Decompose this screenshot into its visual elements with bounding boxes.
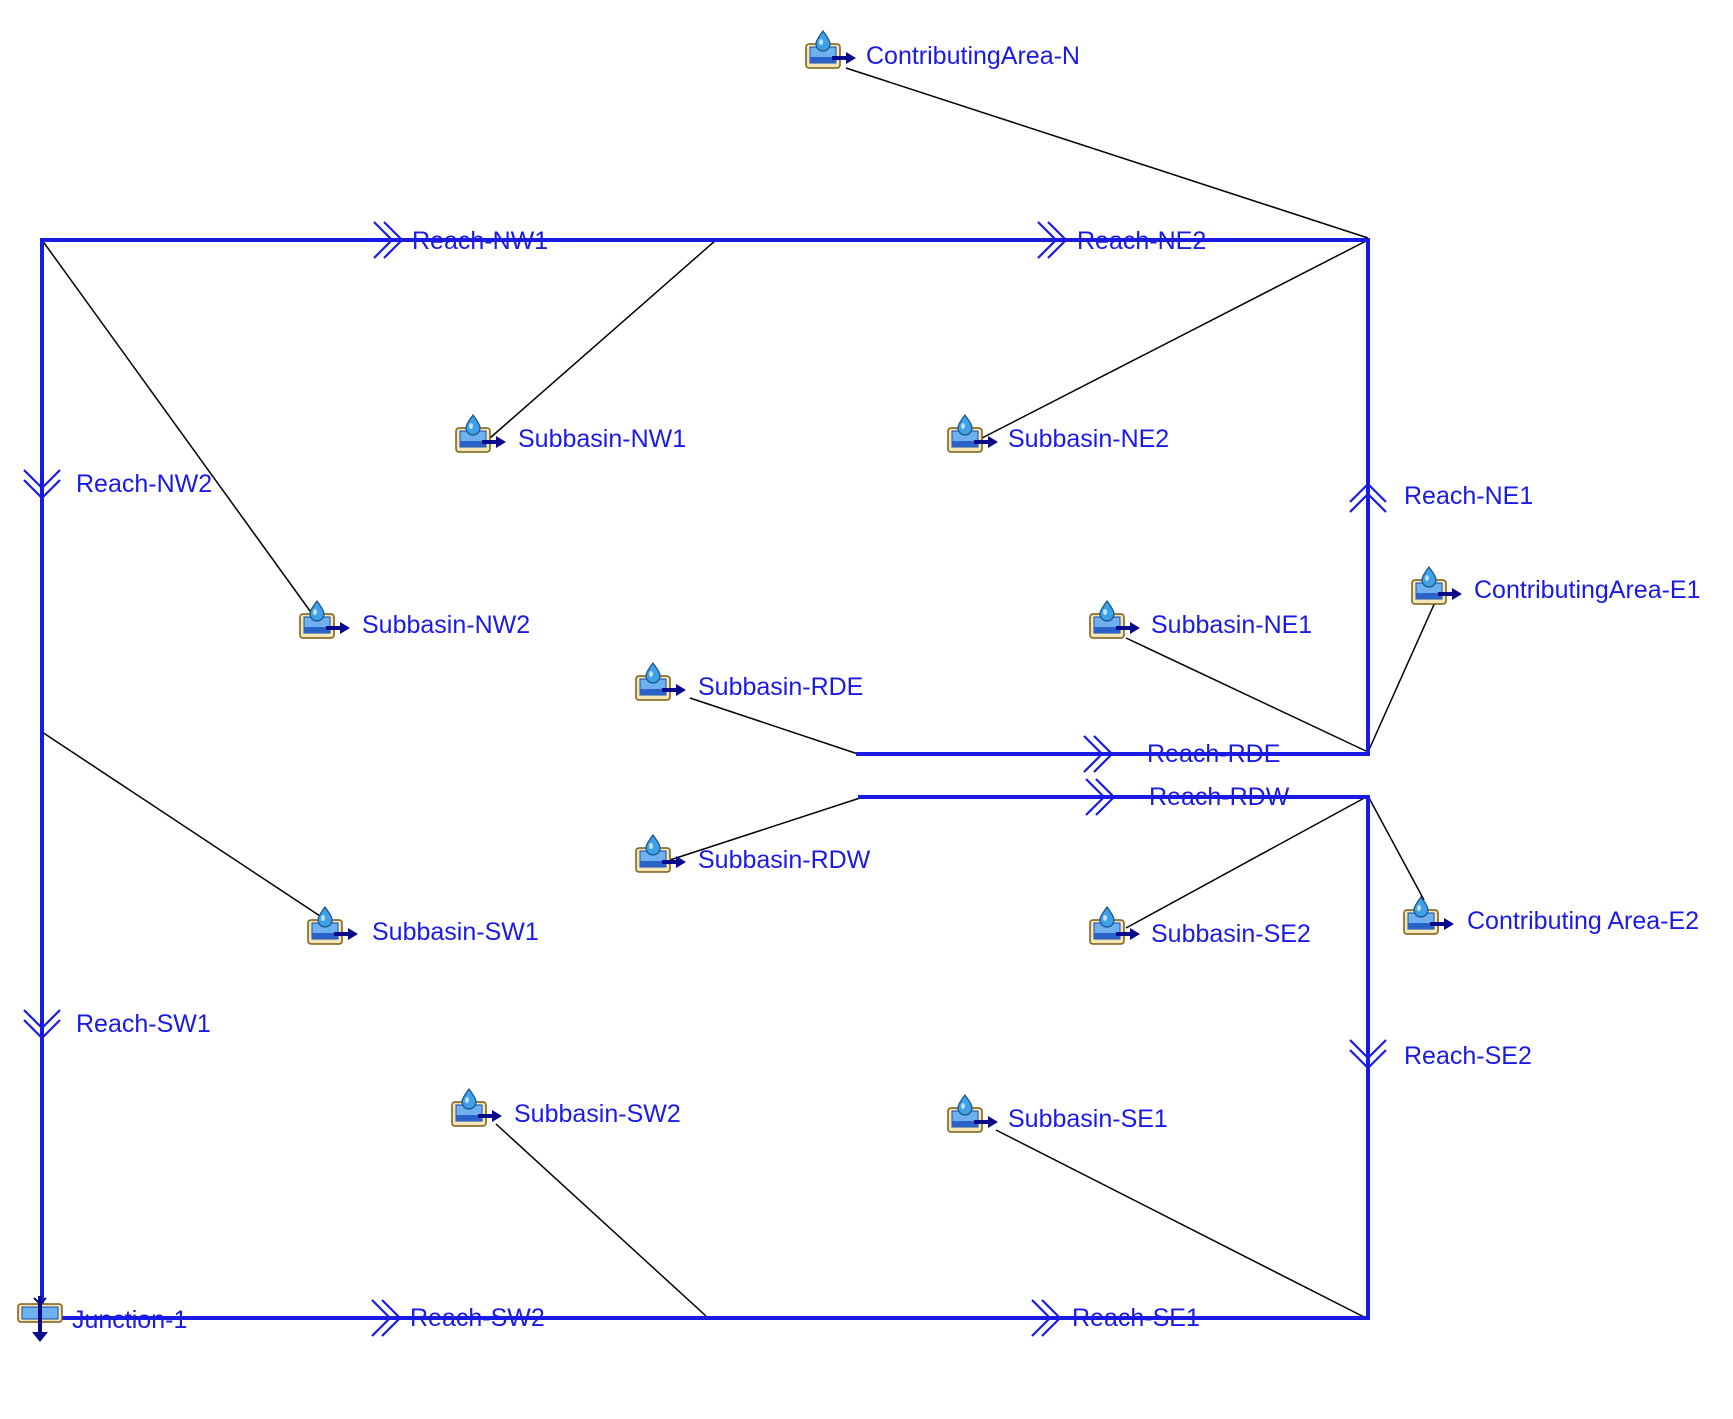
subbasin-water-drop-icon [634,833,688,874]
reach-label-rdw: Reach-RDW [1149,783,1290,811]
double-chevron-arrow-icon [1085,778,1116,816]
connector-subbasin-rdw [669,797,861,861]
subbasin-subbasin-sw1[interactable]: Subbasin-SW1 [306,905,539,946]
double-chevron-arrow-icon [371,1299,402,1337]
subbasin-subbasin-se2[interactable]: Subbasin-SE2 [1088,905,1311,948]
subbasin-water-drop-icon [804,29,858,70]
subbasin-water-drop-icon [450,1087,504,1128]
double-chevron-arrow-icon [1349,1039,1387,1070]
subbasin-subbasin-rde[interactable]: Subbasin-RDE [634,661,863,702]
subbasin-subbasin-se1[interactable]: Subbasin-SE1 [946,1093,1168,1134]
double-chevron-arrow-icon [1349,482,1387,513]
reach-label-nw1: Reach-NW1 [412,227,548,255]
reach-label-nw2: Reach-NW2 [76,470,212,498]
subbasin-subbasin-nw2[interactable]: Subbasin-NW2 [298,599,530,640]
reach-labels: Reach-NW1 Reach-NE2 Reach-NW2 Reach-NE1 … [76,227,1533,1332]
connector-subbasin-rde [689,697,859,755]
reach-label-ne2: Reach-NE2 [1077,227,1206,255]
double-chevron-arrow-icon [1031,1299,1062,1337]
subbasin-label: Subbasin-SE1 [1008,1105,1168,1133]
subbasin-water-drop-icon [1410,565,1464,606]
subbasin-label: Subbasin-NW2 [362,611,530,639]
subbasin-label: ContributingArea-E1 [1474,576,1701,604]
reach-arrows [23,221,1387,1337]
double-chevron-arrow-icon [23,469,61,500]
subbasin-subbasin-ne2[interactable]: Subbasin-NE2 [946,413,1169,454]
connector-subbasin-se2 [1125,795,1369,929]
subbasin-label: Subbasin-SW2 [514,1100,681,1128]
subbasin-label: Subbasin-RDW [698,846,871,874]
double-chevron-arrow-icon [23,1009,61,1040]
connector-contributing-area-e2 [1367,795,1425,901]
connector-subbasin-se1 [995,1129,1367,1319]
subbasin-water-drop-icon [946,1093,1000,1134]
subbasin-water-drop-icon [634,661,688,702]
connector-contributing-area-e1 [1367,599,1437,753]
reach-label-se1: Reach-SE1 [1072,1304,1200,1332]
junction-icon [16,1294,64,1344]
subbasin-subbasin-rdw[interactable]: Subbasin-RDW [634,833,871,874]
subbasin-label: ContributingArea-N [866,42,1080,70]
subbasin-water-drop-icon [454,413,508,454]
subbasin-label: Subbasin-SE2 [1151,920,1311,948]
junction-junction-1[interactable]: Junction-1 [16,1294,187,1344]
connector-subbasin-ne2 [981,239,1369,439]
reach-label-ne1: Reach-NE1 [1404,482,1533,510]
double-chevron-arrow-icon [1083,735,1114,773]
subbasin-water-drop-icon [1402,895,1456,936]
double-chevron-arrow-icon [1037,221,1068,259]
subbasin-subbasin-ne1[interactable]: Subbasin-NE1 [1088,599,1312,640]
connector-lines [41,67,1437,1319]
subbasin-water-drop-icon [1088,905,1142,946]
subbasin-label: Subbasin-NE1 [1151,611,1312,639]
subbasin-contributing-area-e2[interactable]: Contributing Area-E2 [1402,895,1699,936]
subbasin-contributing-area-n[interactable]: ContributingArea-N [804,29,1080,70]
reach-label-rde: Reach-RDE [1147,740,1280,768]
subbasin-contributing-area-e1[interactable]: ContributingArea-E1 [1410,565,1701,606]
subbasin-label: Subbasin-SW1 [372,918,539,946]
subbasin-label: Subbasin-NE2 [1008,425,1169,453]
reach-label-sw1: Reach-SW1 [76,1010,211,1038]
connector-contributing-area-n [845,67,1369,239]
connector-subbasin-nw2 [41,239,319,623]
subbasin-label: Contributing Area-E2 [1467,907,1699,935]
subbasin-subbasin-nw1[interactable]: Subbasin-NW1 [454,413,686,454]
reach-label-sw2: Reach-SW2 [410,1304,545,1332]
subbasin-label: Subbasin-RDE [698,673,863,701]
connector-subbasin-nw1 [489,239,717,439]
connector-subbasin-sw2 [495,1123,707,1317]
subbasin-elements: ContributingArea-N Subbasin-NW1 Subbasin… [298,29,1701,1134]
subbasin-subbasin-sw2[interactable]: Subbasin-SW2 [450,1087,681,1128]
double-chevron-arrow-icon [373,221,404,259]
subbasin-water-drop-icon [1088,599,1142,640]
reach-lines [40,238,1370,1320]
connector-subbasin-ne1 [1125,637,1369,753]
reach-label-se2: Reach-SE2 [1404,1042,1532,1070]
junction-label: Junction-1 [72,1306,187,1334]
connector-subbasin-sw1 [41,731,327,921]
subbasin-label: Subbasin-NW1 [518,425,686,453]
